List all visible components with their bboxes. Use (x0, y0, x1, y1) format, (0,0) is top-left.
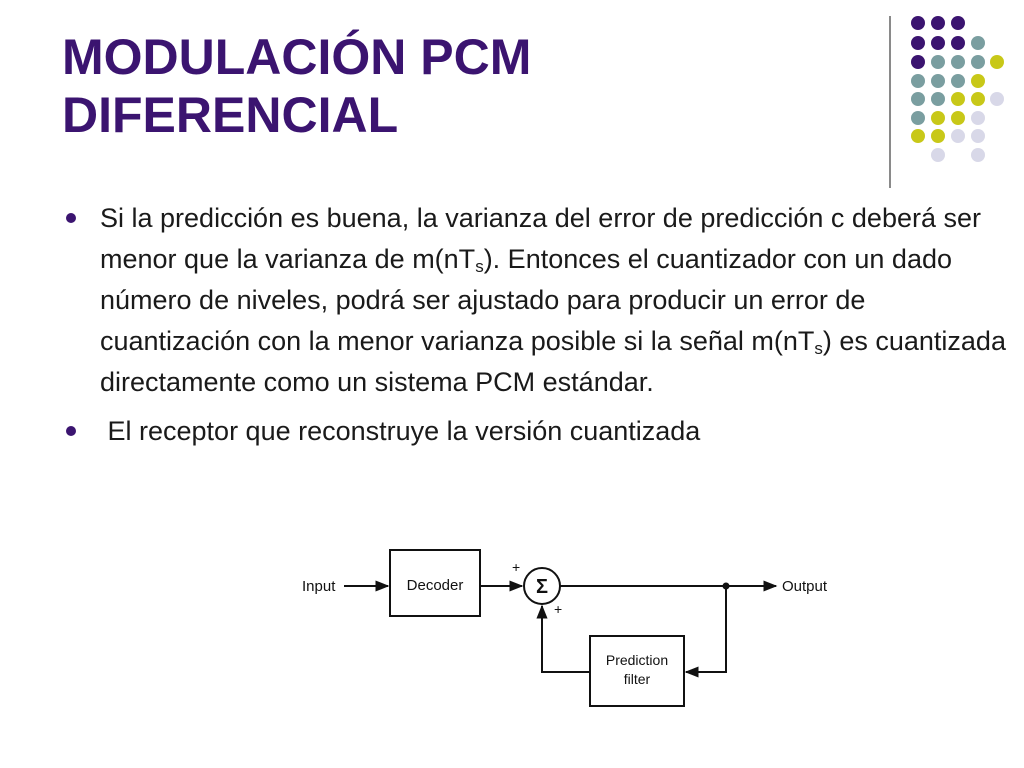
dot (931, 36, 945, 50)
filter-label-line-1: Prediction (606, 652, 668, 668)
bullet-marker-icon (66, 213, 76, 223)
dot (931, 148, 945, 162)
dot (911, 92, 925, 106)
dot (911, 74, 925, 88)
dot (951, 16, 965, 30)
dot (971, 111, 985, 125)
dot (990, 55, 1004, 69)
filter-label-line-2: filter (624, 671, 651, 687)
dot (971, 92, 985, 106)
bullet-item-1: Si la predicción es buena, la varianza d… (60, 198, 1010, 403)
receiver-block-diagram: Input Decoder + Σ + Output Prediction fi… (302, 549, 828, 707)
dot (911, 111, 925, 125)
dot (951, 55, 965, 69)
bullet-item-2: El receptor que reconstruye la versión c… (60, 411, 1010, 452)
summer-plus-bottom: + (554, 601, 562, 617)
input-label: Input (302, 578, 336, 595)
decorative-divider (889, 16, 891, 188)
dot (951, 92, 965, 106)
dot (931, 92, 945, 106)
dot (971, 148, 985, 162)
dot (911, 129, 925, 143)
dot-grid-dots (911, 16, 1004, 162)
dot (971, 55, 985, 69)
dot (971, 36, 985, 50)
prediction-filter-block (589, 635, 685, 707)
dot (931, 55, 945, 69)
dot (971, 129, 985, 143)
dot (951, 74, 965, 88)
subscript-s: s (475, 257, 484, 276)
filter-to-summer-arrow (536, 604, 590, 673)
summer-plus-top: + (512, 559, 520, 575)
bullet-list: Si la predicción es buena, la varianza d… (60, 198, 1010, 452)
bullet-marker-icon (66, 426, 76, 436)
dot (990, 92, 1004, 106)
subscript-s: s (814, 339, 823, 358)
decoder-block (389, 549, 481, 617)
dot (971, 74, 985, 88)
output-label: Output (782, 578, 828, 595)
bullet-1-text-part-2: ). Entonces el cuantizador con un dado n… (100, 244, 952, 356)
bullet-1-text-part-1: Si la predicción es buena, la varianza d… (100, 203, 981, 274)
dot (931, 16, 945, 30)
slide-title: MODULACIÓN PCM DIFERENCIAL (62, 28, 531, 144)
dot (951, 129, 965, 143)
dot (911, 55, 925, 69)
slide-title-line-1: MODULACIÓN PCM (62, 29, 532, 85)
bullet-1-text-part-3: ) es cuantizada directamente como un sis… (100, 326, 1006, 397)
dot (951, 36, 965, 50)
slide-title-line-2: DIFERENCIAL (62, 87, 399, 143)
dot (951, 111, 965, 125)
dot (931, 129, 945, 143)
dot (911, 36, 925, 50)
feedback-to-filter-arrow (684, 586, 727, 678)
decoder-label: Decoder (407, 577, 464, 594)
dot (911, 16, 925, 30)
dot (931, 111, 945, 125)
dot (931, 74, 945, 88)
summer-sigma: Σ (536, 576, 548, 598)
bullet-2-text: El receptor que reconstruye la versión c… (100, 416, 701, 446)
